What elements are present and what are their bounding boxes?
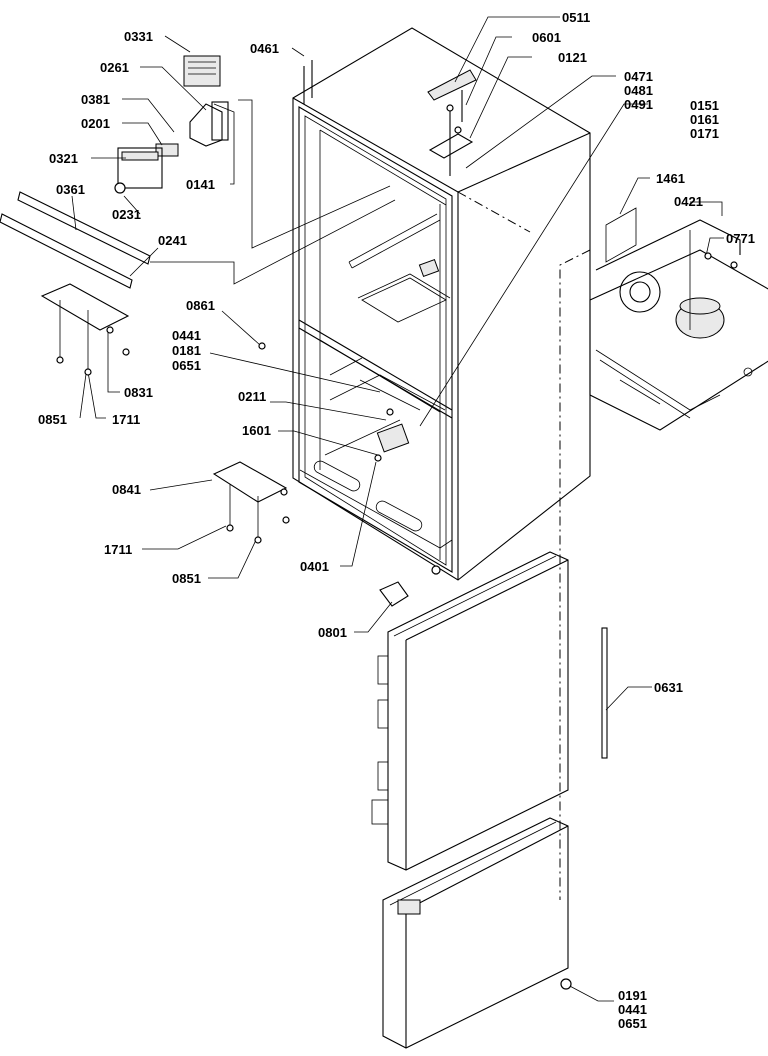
hinge-rails bbox=[0, 191, 288, 540]
label-0191: 0191 bbox=[618, 988, 647, 1003]
label-0141: 0141 bbox=[186, 177, 215, 192]
label-0651-lower: 0651 bbox=[618, 1016, 647, 1031]
label-0851-lower: 0851 bbox=[172, 571, 201, 586]
label-0861: 0861 bbox=[186, 298, 215, 313]
label-1711-lower: 1711 bbox=[104, 542, 132, 557]
label-0421: 0421 bbox=[674, 194, 703, 209]
label-0491: 0491 bbox=[624, 97, 653, 112]
label-1711-upper: 1711 bbox=[112, 412, 140, 427]
label-0261: 0261 bbox=[100, 60, 129, 75]
label-0161: 0161 bbox=[690, 112, 719, 127]
label-0471: 0471 bbox=[624, 69, 653, 84]
top-hinge bbox=[427, 69, 477, 176]
machine-compartment bbox=[589, 207, 768, 431]
label-0121: 0121 bbox=[558, 50, 587, 65]
label-0361: 0361 bbox=[56, 182, 85, 197]
label-1601: 1601 bbox=[242, 423, 271, 438]
label-0441-upper: 0441 bbox=[172, 328, 201, 343]
label-0841: 0841 bbox=[112, 482, 141, 497]
label-0851-upper: 0851 bbox=[38, 412, 67, 427]
label-0801: 0801 bbox=[318, 625, 347, 640]
label-0831: 0831 bbox=[124, 385, 153, 400]
label-0631: 0631 bbox=[654, 680, 683, 695]
control-parts bbox=[114, 55, 229, 194]
label-0181: 0181 bbox=[172, 343, 201, 358]
label-0211: 0211 bbox=[238, 389, 266, 404]
part-labels: 0331 0261 0381 0201 0321 0231 0141 0361 … bbox=[38, 10, 755, 1031]
label-0461: 0461 bbox=[250, 41, 279, 56]
label-0401: 0401 bbox=[300, 559, 329, 574]
freezer-drawer bbox=[382, 817, 569, 1049]
label-0231: 0231 bbox=[112, 207, 141, 222]
label-0331: 0331 bbox=[124, 29, 153, 44]
label-0511: 0511 bbox=[562, 10, 590, 25]
label-0441-lower: 0441 bbox=[618, 1002, 647, 1017]
label-0151: 0151 bbox=[690, 98, 719, 113]
label-0171: 0171 bbox=[690, 126, 719, 141]
refrigerator-cabinet bbox=[292, 27, 591, 900]
label-0241: 0241 bbox=[158, 233, 187, 248]
label-0601: 0601 bbox=[532, 30, 561, 45]
label-0201: 0201 bbox=[81, 116, 110, 131]
label-0321: 0321 bbox=[49, 151, 78, 166]
fasteners bbox=[56, 104, 738, 990]
label-0381: 0381 bbox=[81, 92, 110, 107]
label-0651-upper: 0651 bbox=[172, 358, 201, 373]
fresh-food-door bbox=[371, 551, 569, 871]
label-0771: 0771 bbox=[726, 231, 755, 246]
leader-lines bbox=[71, 16, 724, 1002]
label-1461: 1461 bbox=[656, 171, 685, 186]
hardware bbox=[303, 60, 608, 759]
label-0481: 0481 bbox=[624, 83, 653, 98]
